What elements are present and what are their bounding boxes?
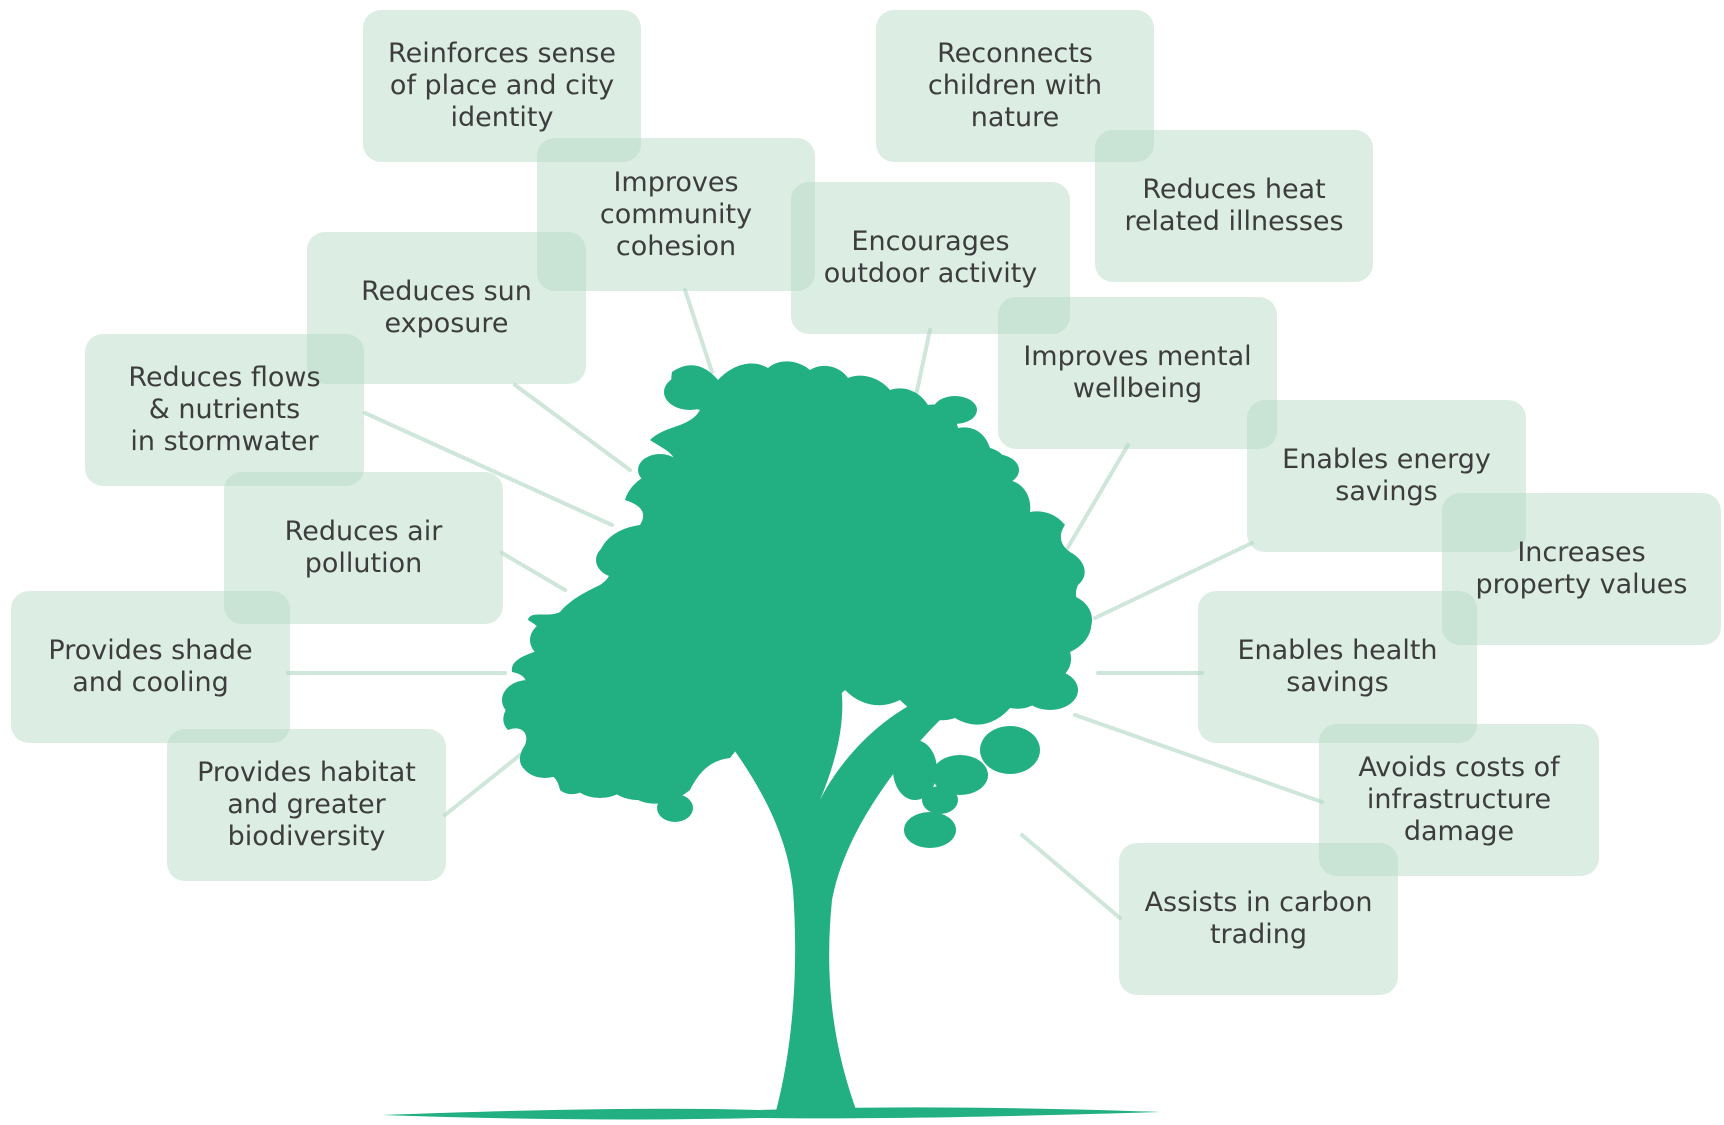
connector-line [443, 753, 522, 817]
benefit-improves-mental-wellbeing: Improves mental wellbeing [998, 297, 1277, 449]
connector-line [913, 328, 932, 402]
tree-canopy [503, 361, 1092, 804]
benefit-provides-shade-and-cooling: Provides shade and cooling [11, 591, 290, 743]
benefit-provides-habitat-and-biodiversity: Provides habitat and greater biodiversit… [167, 729, 446, 881]
benefit-reduces-heat-related-illnesses: Reduces heat related illnesses [1095, 130, 1373, 282]
benefit-reduces-flows-in-stormwater: Reduces flows & nutrients in stormwater [85, 334, 364, 486]
canopy-leaf-clusters [502, 374, 1092, 848]
ground-shadow [382, 1107, 1160, 1120]
benefit-reduces-air-pollution: Reduces air pollution [224, 472, 503, 624]
benefit-improves-community-cohesion: Improves community cohesion [537, 138, 815, 291]
tree-trunk [696, 640, 940, 1115]
connector-line [500, 551, 567, 592]
benefit-reconnects-children-with-nature: Reconnects children with nature [876, 10, 1154, 162]
benefit-enables-energy-savings: Enables energy savings [1247, 400, 1526, 552]
connector-line [1020, 833, 1122, 920]
connector-line [363, 411, 614, 527]
benefit-avoids-infrastructure-damage-costs: Avoids costs of infrastructure damage [1319, 724, 1599, 876]
benefit-encourages-outdoor-activity: Encourages outdoor activity [791, 182, 1070, 334]
connector-line [683, 288, 714, 374]
benefit-enables-health-savings: Enables health savings [1198, 591, 1477, 743]
benefit-reinforces-sense-of-place: Reinforces sense of place and city ident… [363, 10, 641, 162]
benefit-reduces-sun-exposure: Reduces sun exposure [307, 232, 586, 384]
connector-line [513, 383, 632, 472]
connector-line [1093, 541, 1254, 620]
connector-lines [286, 288, 1324, 920]
benefit-increases-property-values: Increases property values [1442, 493, 1721, 645]
connector-line [1073, 713, 1324, 804]
benefit-assists-in-carbon-trading: Assists in carbon trading [1119, 843, 1398, 995]
